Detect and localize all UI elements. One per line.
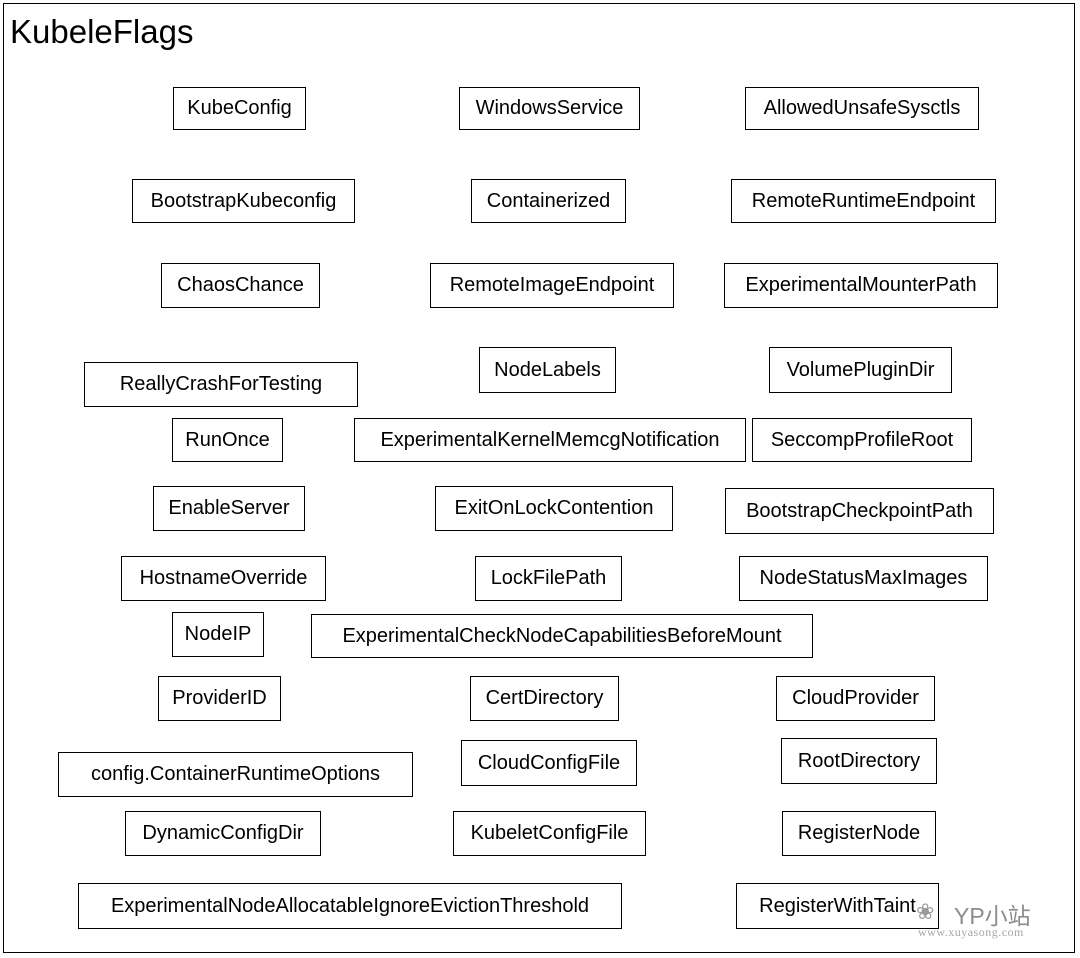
flag-box-nodestatusmaximages: NodeStatusMaxImages bbox=[739, 556, 988, 601]
flag-box-allowedunsafesysctls: AllowedUnsafeSysctls bbox=[745, 87, 979, 130]
flag-box-windowsservice: WindowsService bbox=[459, 87, 640, 130]
flag-box-hostnameoverride: HostnameOverride bbox=[121, 556, 326, 601]
flag-box-reallycrashfortesting: ReallyCrashForTesting bbox=[84, 362, 358, 407]
flag-box-seccompprofileroot: SeccompProfileRoot bbox=[752, 418, 972, 462]
flag-box-bootstrapcheckpointpath: BootstrapCheckpointPath bbox=[725, 488, 994, 534]
diagram-title: KubeleFlags bbox=[10, 13, 194, 50]
flag-box-runonce: RunOnce bbox=[172, 418, 283, 462]
wechat-icon: ❀ bbox=[916, 899, 935, 924]
flag-box-exitonlockcontention: ExitOnLockContention bbox=[435, 486, 673, 531]
flag-box-rootdirectory: RootDirectory bbox=[781, 738, 937, 784]
flag-box-lockfilepath: LockFilePath bbox=[475, 556, 622, 601]
flag-box-kubeletconfigfile: KubeletConfigFile bbox=[453, 811, 646, 856]
flag-box-volumeplugindir: VolumePluginDir bbox=[769, 347, 952, 393]
flag-box-enableserver: EnableServer bbox=[153, 486, 305, 531]
flag-box-remoteimageendpoint: RemoteImageEndpoint bbox=[430, 263, 674, 308]
flag-box-dynamicconfigdir: DynamicConfigDir bbox=[125, 811, 321, 856]
flag-box-certdirectory: CertDirectory bbox=[470, 676, 619, 721]
flag-box-experimentalmounterpath: ExperimentalMounterPath bbox=[724, 263, 998, 308]
flag-box-containerized: Containerized bbox=[471, 179, 626, 223]
flag-box-config-containerruntimeoptions: config.ContainerRuntimeOptions bbox=[58, 752, 413, 797]
flag-box-cloudconfigfile: CloudConfigFile bbox=[461, 740, 637, 786]
flag-box-experimentalchecknodecapabilitiesbeforemount: ExperimentalCheckNodeCapabilitiesBeforeM… bbox=[311, 614, 813, 658]
flag-box-registerwithtaint: RegisterWithTaint bbox=[736, 883, 939, 929]
flag-box-kubeconfig: KubeConfig bbox=[173, 87, 306, 130]
flag-box-chaoschance: ChaosChance bbox=[161, 263, 320, 308]
flag-box-nodeip: NodeIP bbox=[172, 612, 264, 657]
flag-box-registernode: RegisterNode bbox=[782, 811, 936, 856]
flag-box-experimentalkernelmemcgnotification: ExperimentalKernelMemcgNotification bbox=[354, 418, 746, 462]
flag-box-remoteruntimeendpoint: RemoteRuntimeEndpoint bbox=[731, 179, 996, 223]
flag-box-bootstrapkubeconfig: BootstrapKubeconfig bbox=[132, 179, 355, 223]
watermark-text: YP小站 bbox=[954, 903, 1031, 929]
watermark-url: www.xuyasong.com bbox=[918, 925, 1024, 939]
flag-box-providerid: ProviderID bbox=[158, 676, 281, 721]
flag-box-experimentalnodeallocatableignoreevictionthreshold: ExperimentalNodeAllocatableIgnoreEvictio… bbox=[78, 883, 622, 929]
watermark: ❀ YP小站 www.xuyasong.com bbox=[912, 893, 1072, 949]
flag-box-cloudprovider: CloudProvider bbox=[776, 676, 935, 721]
flag-box-nodelabels: NodeLabels bbox=[479, 347, 616, 393]
